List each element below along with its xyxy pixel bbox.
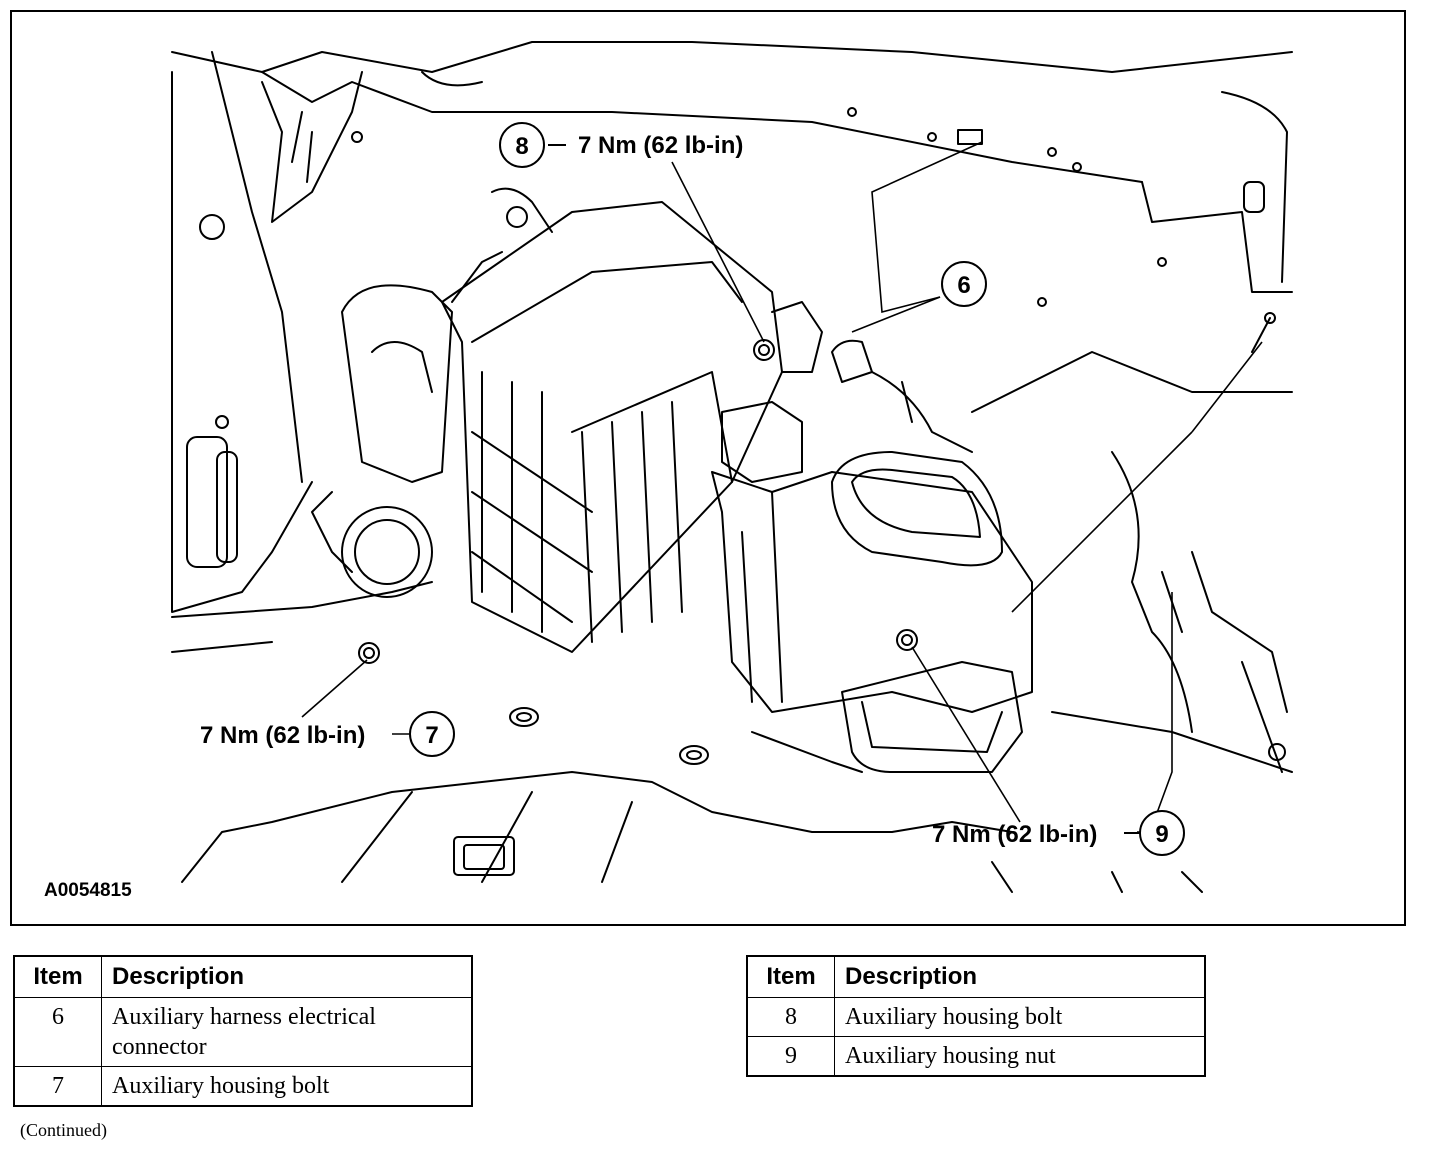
header-item: Item <box>13 955 102 998</box>
row-description: Auxiliary housing bolt <box>834 997 1206 1037</box>
row-description: Auxiliary housing bolt <box>101 1066 473 1107</box>
row-item-number: 9 <box>746 1036 835 1077</box>
callout-8-torque: 7 Nm (62 lb-in) <box>578 132 743 159</box>
figure-id-label: A0054815 <box>44 880 132 901</box>
callout-6-number: 6 <box>957 272 970 299</box>
legend-header-row: Item Description <box>13 955 473 998</box>
callout-6-circle <box>941 261 987 307</box>
table-row: 8 Auxiliary housing bolt <box>746 997 1206 1037</box>
table-row: 6 Auxiliary harness electrical connector <box>13 997 473 1067</box>
line-art <box>171 41 1293 893</box>
callout-8-number: 8 <box>515 133 528 160</box>
hvac-housing-illustration: 8 7 Nm (62 lb-in) 6 7 Nm (62 lb-in) 7 7 … <box>44 41 1293 901</box>
header-description: Description <box>834 955 1206 998</box>
table-row: 9 Auxiliary housing nut <box>746 1036 1206 1077</box>
callout-9: 7 Nm (62 lb-in) 9 <box>932 810 1185 856</box>
legend-header-row: Item Description <box>746 955 1206 998</box>
table-row: 7 Auxiliary housing bolt <box>13 1066 473 1107</box>
header-item: Item <box>746 955 835 998</box>
callout-9-torque: 7 Nm (62 lb-in) <box>932 821 1097 848</box>
callout-6: 6 <box>941 261 987 307</box>
callout-7-torque: 7 Nm (62 lb-in) <box>200 722 365 749</box>
callout-9-number: 9 <box>1155 821 1168 848</box>
row-description: Auxiliary harness electrical connector <box>101 997 473 1067</box>
row-description-line: connector <box>112 1034 207 1060</box>
continued-note: (Continued) <box>20 1120 107 1140</box>
row-item-number: 8 <box>746 997 835 1037</box>
legend-table-right: Item Description 8 Auxiliary housing bol… <box>746 955 1206 1077</box>
callout-7-number: 7 <box>425 722 438 749</box>
callout-7-circle <box>409 711 455 757</box>
callout-8: 8 7 Nm (62 lb-in) <box>499 122 743 168</box>
callout-7: 7 Nm (62 lb-in) 7 <box>200 711 455 757</box>
callout-9-circle <box>1139 810 1185 856</box>
row-description-line: Auxiliary harness electrical <box>112 1004 376 1030</box>
exploded-view-figure: 8 7 Nm (62 lb-in) 6 7 Nm (62 lb-in) 7 7 … <box>10 10 1406 926</box>
legend-table-left: Item Description 6 Auxiliary harness ele… <box>13 955 473 1107</box>
row-item-number: 6 <box>13 997 102 1067</box>
callout-8-circle <box>499 122 545 168</box>
row-item-number: 7 <box>13 1066 102 1107</box>
header-description: Description <box>101 955 473 998</box>
row-description: Auxiliary housing nut <box>834 1036 1206 1077</box>
